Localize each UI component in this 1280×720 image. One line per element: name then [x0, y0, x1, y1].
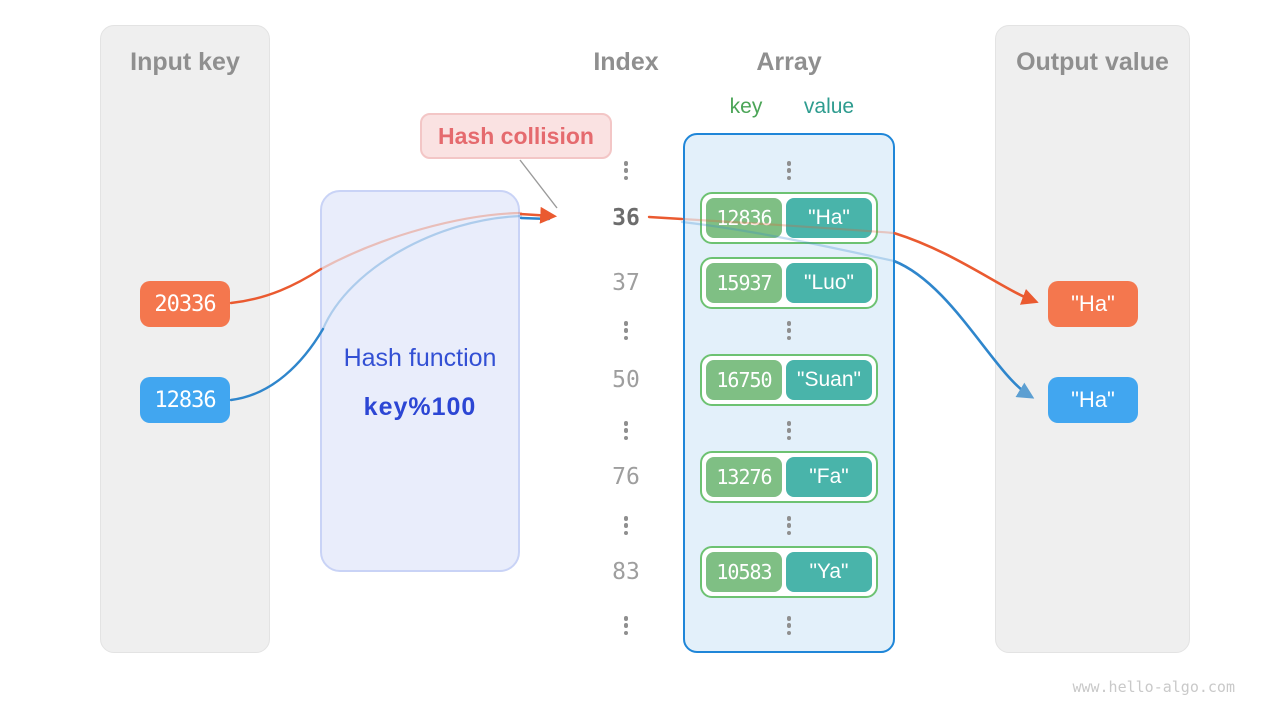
vertical-ellipsis-icon	[785, 516, 793, 535]
hash-function-box	[320, 190, 520, 572]
vertical-ellipsis-icon	[785, 421, 793, 440]
array-key-label: key	[729, 95, 763, 118]
input-panel-title: Input key	[130, 48, 240, 76]
vertical-ellipsis-icon	[622, 421, 630, 440]
hash-collision-label: Hash collision	[420, 113, 612, 159]
output-panel-title: Output value	[1016, 48, 1169, 76]
output-value-ha-orange: "Ha"	[1048, 281, 1138, 327]
entry-value: "Suan"	[786, 360, 872, 400]
hash-function-label: Hash function	[343, 344, 497, 372]
index-83: 83	[612, 559, 640, 585]
vertical-ellipsis-icon	[622, 516, 630, 535]
entry-key: 12836	[706, 198, 782, 238]
vertical-ellipsis-icon	[622, 161, 630, 180]
array-entry-row: 12836 "Ha"	[700, 192, 878, 244]
vertical-ellipsis-icon	[622, 616, 630, 635]
entry-value: "Fa"	[786, 457, 872, 497]
index-76: 76	[612, 464, 640, 490]
array-entry-row: 10583 "Ya"	[700, 546, 878, 598]
entry-key: 10583	[706, 552, 782, 592]
output-value-ha-blue: "Ha"	[1048, 377, 1138, 423]
array-entry-row: 16750 "Suan"	[700, 354, 878, 406]
entry-key: 13276	[706, 457, 782, 497]
entry-value: "Luo"	[786, 263, 872, 303]
output-value-panel: Output value	[995, 25, 1190, 653]
index-50: 50	[612, 367, 640, 393]
entry-key: 15937	[706, 263, 782, 303]
vertical-ellipsis-icon	[785, 616, 793, 635]
watermark: www.hello-algo.com	[1072, 678, 1235, 696]
blue-merge-stub	[519, 216, 551, 221]
vertical-ellipsis-icon	[622, 321, 630, 340]
index-column-title: Index	[593, 48, 659, 76]
entry-value: "Ha"	[786, 198, 872, 238]
array-value-label: value	[803, 95, 855, 118]
vertical-ellipsis-icon	[785, 321, 793, 340]
array-entry-row: 15937 "Luo"	[700, 257, 878, 309]
hash-function-formula: key%100	[363, 393, 477, 421]
collision-pointer-line	[519, 159, 558, 209]
index-36: 36	[612, 205, 640, 231]
input-key-12836: 12836	[140, 377, 230, 423]
input-key-panel: Input key	[100, 25, 270, 653]
array-column-title: Array	[756, 48, 822, 76]
array-entry-row: 13276 "Fa"	[700, 451, 878, 503]
entry-value: "Ya"	[786, 552, 872, 592]
input-key-20336: 20336	[140, 281, 230, 327]
orange-arrow-to-index	[519, 206, 558, 224]
index-37: 37	[612, 270, 640, 296]
entry-key: 16750	[706, 360, 782, 400]
vertical-ellipsis-icon	[785, 161, 793, 180]
